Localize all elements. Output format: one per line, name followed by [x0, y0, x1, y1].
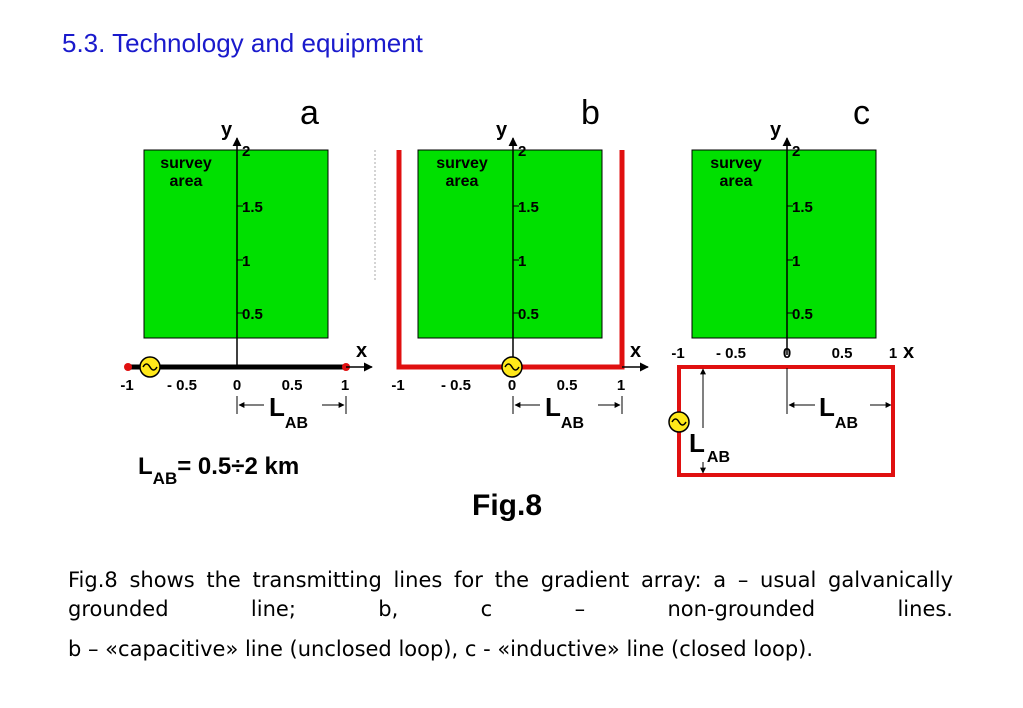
panel-letter-c: c	[853, 94, 870, 132]
y-axis-label-b: y	[496, 119, 508, 141]
x-axis-label-a: x	[356, 340, 367, 362]
x-tick-label-b-m1: -1	[391, 377, 404, 394]
source-icon-c	[668, 411, 690, 433]
y-tick-label-a-1: 1	[242, 253, 250, 270]
x-tick-label-c-1: 1	[889, 345, 897, 362]
y-tick-label-c-15: 1.5	[792, 199, 813, 216]
x-tick-label-b-1: 1	[617, 377, 625, 394]
survey-area-b	[417, 149, 603, 339]
y-axis-label-c: y	[770, 119, 782, 141]
page-title: 5.3. Technology and equipment	[62, 28, 423, 58]
survey-area-label-c2: area	[720, 173, 753, 190]
x-tick-label-b-05: 0.5	[557, 377, 578, 394]
x-tick-label-c-0: 0	[783, 345, 791, 362]
panel-letter-a: a	[300, 94, 319, 132]
x-tick-label-c-m1: -1	[671, 345, 684, 362]
y-tick-label-a-2: 2	[242, 143, 250, 160]
panel-letter-b: b	[581, 94, 600, 132]
x-tick-label-c-05: 0.5	[832, 345, 853, 362]
x-axis-label-c: x	[903, 341, 914, 363]
panel-a: a survey area y 2 1.5 1 0.5 x -1 - 0.5 0…	[120, 94, 373, 432]
y-tick-label-c-2: 2	[792, 143, 800, 160]
figure-label: Fig.8	[472, 489, 542, 522]
electrode-a-left	[124, 363, 132, 371]
x-tick-label-b-0: 0	[508, 377, 516, 394]
survey-area-label-b2: area	[446, 173, 479, 190]
survey-area-label-a: survey	[160, 155, 212, 172]
survey-area-label-a2: area	[170, 173, 203, 190]
y-tick-label-b-2: 2	[518, 143, 526, 160]
y-tick-label-a-05: 0.5	[242, 306, 263, 323]
y-tick-label-a-15: 1.5	[242, 199, 263, 216]
figure-8: a survey area y 2 1.5 1 0.5 x -1 - 0.5 0…	[120, 94, 914, 522]
source-icon-a	[139, 356, 161, 378]
panel-b: b survey area y 2 1.5 1 0.5 x -1 - 0.5 0…	[374, 94, 649, 432]
x-tick-label-a-1: 1	[341, 377, 349, 394]
x-tick-label-a-m1: -1	[120, 377, 133, 394]
x-axis-label-b: x	[630, 340, 641, 362]
x-tick-label-a-05: 0.5	[282, 377, 303, 394]
x-tick-label-a-0: 0	[233, 377, 241, 394]
y-tick-label-b-15: 1.5	[518, 199, 539, 216]
y-tick-label-b-05: 0.5	[518, 306, 539, 323]
survey-area-a	[143, 149, 329, 339]
y-tick-label-c-1: 1	[792, 253, 800, 270]
y-tick-label-b-1: 1	[518, 253, 526, 270]
x-tick-label-a-m05: - 0.5	[167, 377, 197, 394]
source-icon-b	[501, 356, 523, 378]
x-tick-label-c-m05: - 0.5	[716, 345, 746, 362]
caption-paragraph-1: Fig.8 shows the transmitting lines for t…	[68, 568, 953, 621]
survey-area-c	[691, 149, 877, 339]
y-axis-label-a: y	[221, 119, 233, 141]
y-tick-label-c-05: 0.5	[792, 306, 813, 323]
caption-paragraph-2: b – «capacitive» line (unclosed loop), c…	[68, 637, 814, 661]
survey-area-label-b: survey	[436, 155, 488, 172]
survey-area-label-c: survey	[710, 155, 762, 172]
span-label-c: LAB	[819, 392, 858, 432]
length-formula: LAB= 0.5÷2 km	[138, 453, 299, 488]
span-label-b: LAB	[545, 392, 584, 432]
span-label-a: LAB	[269, 392, 308, 432]
panel-c: c survey area y 2 1.5 1 0.5 -1 - 0.5 0 0…	[668, 94, 914, 477]
x-tick-label-b-m05: - 0.5	[441, 377, 471, 394]
